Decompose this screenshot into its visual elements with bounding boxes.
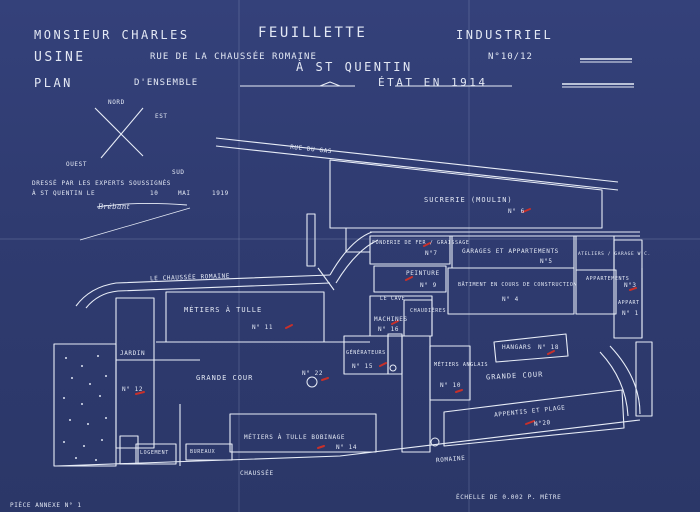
building-16-label: Machines [374,316,408,323]
building-3-number: N°3 [624,282,637,289]
certification-line2: à St Quentin le [32,190,96,197]
compass-est: Est [155,113,168,120]
title-factory: Usine [34,50,86,65]
footer-scale: Échelle de 0.002 p. Mètre [456,494,562,501]
certification-line1: Dressé par les experts soussignés [32,180,172,187]
certification-month: Mai [178,190,191,197]
building-9-label: Peinture [406,270,440,277]
building-5-label: Garages et Appartements [462,248,559,255]
title-owner-profession: Industriel [456,28,554,42]
footer-annexe: Pièce annexe N° 1 [10,502,82,509]
title-plan: Plan [34,76,73,90]
compass-sud: Sud [172,169,185,176]
building-4-label: Bâtiment en cours de construction [458,282,578,288]
building-10-label: Métiers Anglais [434,362,489,368]
chaudieres-label: Chaudières [410,308,447,314]
building-8-label: Ateliers / Garage W.C. [578,252,651,257]
building-9-number: N° 9 [420,282,437,289]
building-11-label: Métiers à Tulle [184,306,263,314]
building-13a-label: Logement [140,450,169,456]
building-7-label: Fonderie de fer / Graissage [372,240,470,246]
building-1-label: Appart [618,300,640,306]
signature: Brébant [98,203,131,211]
title-owner-prefix: Monsieur Charles [34,28,190,42]
building-5-number: N°5 [540,258,553,265]
certification-day: 10 [150,190,159,197]
certification-year: 1919 [212,190,229,197]
building-1-number: N° 1 [622,310,639,317]
building-16-number: N° 16 [378,326,400,333]
compass-nord: Nord [108,99,125,106]
building-6-number: N° 6 [508,208,525,215]
compass-ouest: Ouest [66,161,88,168]
yard-grande-cour-left: Grande Cour [196,374,254,382]
building-11-number: N° 11 [252,324,274,331]
building-18-label: Hangars [502,344,532,351]
fold-crease-vertical-left [238,0,240,512]
fold-crease-horizontal [0,238,700,240]
building-14-label: Métiers à Tulle Bobinage [244,434,346,441]
building-12-number: N° 12 [122,386,144,393]
jardin-label: Jardin [120,350,146,357]
red-pencil-marks [135,208,637,449]
title-date-state: état en 1914 [378,76,488,89]
title-address: rue de la Chaussée Romaine [150,52,317,62]
building-3-label: Appartements [586,276,630,282]
building-15-number: N° 15 [352,363,374,370]
building-13b-label: Bureaux [190,449,216,455]
building-6-label: Sucrerie (moulin) [424,196,513,204]
building-4-number: N° 4 [502,296,519,303]
title-address-numbers: n°10/12 [488,52,533,62]
building-7-number: N°7 [425,250,438,257]
building-14-number: N° 14 [336,444,358,451]
cave-label: Le Cave [380,296,406,302]
title-ensemble: d'ensemble [134,78,199,88]
title-city: à St Quentin [296,60,413,74]
garden-dots [63,355,107,461]
building-10-number: N° 10 [440,382,462,389]
building-18-number: N° 18 [538,344,560,351]
building-15-label: Générateurs [346,350,386,356]
title-owner-name: Feuillette [258,25,368,41]
building-22-number: N° 22 [302,370,324,377]
fold-crease-vertical-right [468,0,470,512]
street-chaussee-bottom-left: Chaussée [240,470,274,477]
